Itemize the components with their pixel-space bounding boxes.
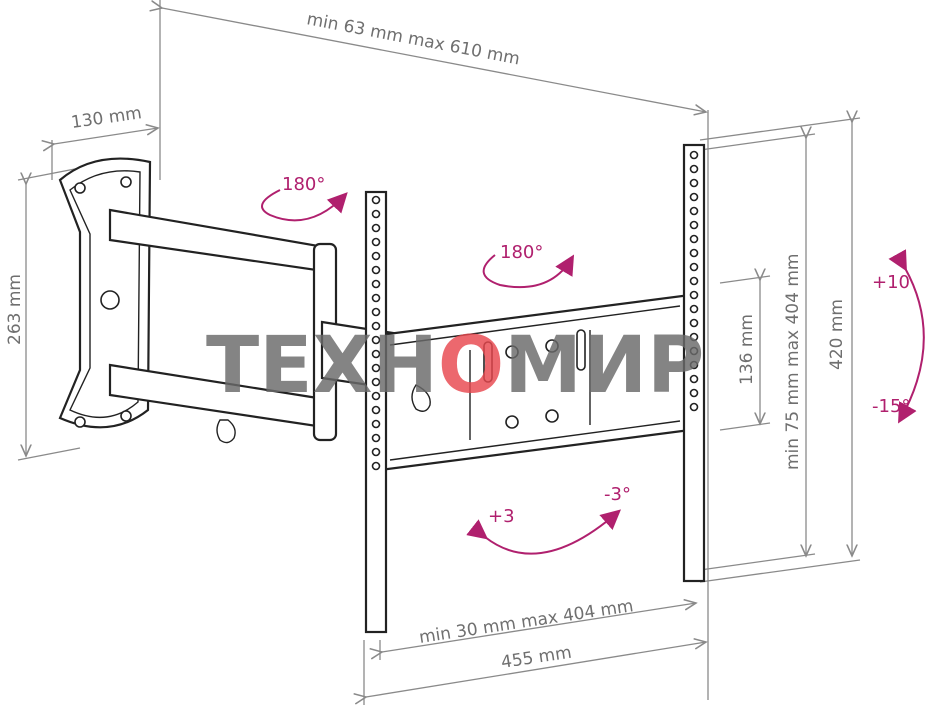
mount-hole	[689, 248, 699, 258]
mount-hole	[689, 402, 699, 412]
bracket-width-label: 455 mm	[500, 643, 573, 673]
mount-hole	[371, 279, 381, 289]
mount-hole	[371, 461, 381, 471]
arm-extension-label: min 63 mm max 610 mm	[305, 9, 521, 69]
mount-hole	[371, 433, 381, 443]
mount-hole	[689, 276, 699, 286]
mount-hole	[689, 192, 699, 202]
mount-hole	[371, 363, 381, 373]
mount-hole	[689, 206, 699, 216]
mount-hole	[371, 265, 381, 275]
mount-hole	[689, 164, 699, 174]
mount-hole	[371, 447, 381, 457]
mount-hole	[371, 391, 381, 401]
mount-hole	[371, 419, 381, 429]
mount-hole	[689, 234, 699, 244]
mount-hole	[371, 237, 381, 247]
mount-hole	[371, 405, 381, 415]
mount-hole	[371, 293, 381, 303]
mount-hole	[689, 318, 699, 328]
mount-hole	[689, 360, 699, 370]
dimension-lines	[17, 0, 861, 705]
mount-hole	[689, 304, 699, 314]
mount-hole	[371, 321, 381, 331]
mount-hole	[371, 349, 381, 359]
mount-hole	[689, 290, 699, 300]
mount-hole	[371, 307, 381, 317]
upright-holes	[371, 150, 699, 471]
mount-hole	[371, 223, 381, 233]
mount-hole	[689, 178, 699, 188]
center-plate-height-label: 136 mm	[737, 314, 757, 385]
mount-hole	[689, 150, 699, 160]
watermark-logo: ТЕХНОМИР	[206, 321, 704, 411]
bracket-height-label: 420 mm	[827, 299, 847, 370]
tilt-up-label: +10	[872, 272, 910, 293]
rotation-arrows	[261, 189, 925, 555]
vesa-vertical-label: min 75 mm max 404 mm	[783, 254, 803, 470]
mount-hole	[689, 262, 699, 272]
arm-swivel-label: 180°	[282, 174, 325, 195]
mount-hole	[371, 209, 381, 219]
level-left-label: +3	[488, 506, 515, 527]
mount-hole	[689, 346, 699, 356]
mount-hole	[689, 332, 699, 342]
mount-hole	[371, 335, 381, 345]
mount-hole	[689, 220, 699, 230]
tilt-down-label: -15°	[872, 396, 910, 417]
mount-hole	[371, 251, 381, 261]
wall-plate-depth-label: 130 mm	[70, 103, 143, 133]
vesa-horizontal-label: min 30 mm max 404 mm	[418, 596, 635, 648]
mount-hole	[689, 374, 699, 384]
mount-hole	[371, 195, 381, 205]
mount-hole	[371, 377, 381, 387]
wall-plate-height-label: 263 mm	[5, 274, 25, 345]
mount-hole	[689, 388, 699, 398]
svg-text:ТЕХНОМИР: ТЕХНОМИР	[206, 321, 704, 411]
plate-swivel-label: 180°	[500, 242, 543, 263]
level-right-label: -3°	[604, 484, 631, 505]
